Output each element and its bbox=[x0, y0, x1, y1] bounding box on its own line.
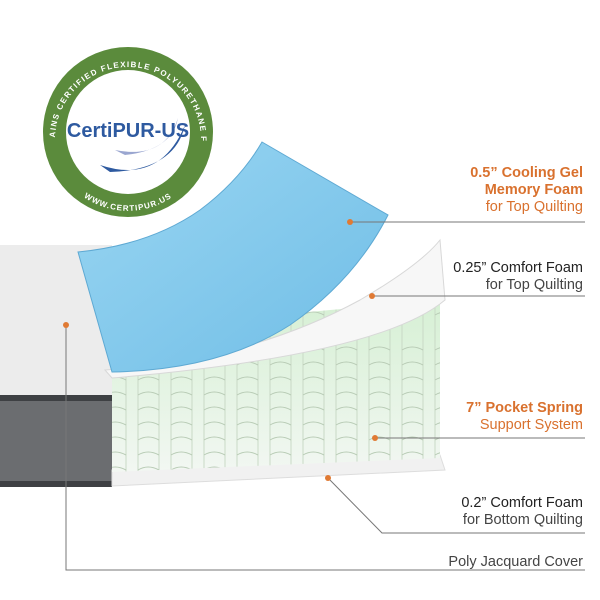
callout-pocket-spring: 7” Pocket Spring Support System bbox=[466, 400, 583, 434]
callout-subtitle: for Bottom Quilting bbox=[462, 512, 583, 528]
callout-subtitle: Support System bbox=[479, 417, 583, 433]
callout-subtitle: Poly Jacquard Cover bbox=[448, 554, 583, 570]
callout-bottom-comfort-foam: 0.2” Comfort Foam for Bottom Quilting bbox=[461, 495, 583, 529]
callout-title: 0.2” Comfort Foam bbox=[461, 495, 583, 511]
callout-title: Memory Foam bbox=[484, 182, 583, 198]
certipur-seal: CertiPUR-US CONTAINS CERTIFIED FLEXIBLE … bbox=[0, 0, 218, 222]
callout-title: 0.5” Cooling Gel bbox=[470, 165, 583, 181]
callout-top-comfort-foam: 0.25” Comfort Foam for Top Quilting bbox=[453, 260, 583, 294]
callout-subtitle: for Top Quilting bbox=[485, 199, 583, 215]
pointer-dots bbox=[63, 219, 378, 481]
callout-title: 7” Pocket Spring bbox=[466, 400, 583, 416]
callout-title: 0.25” Comfort Foam bbox=[453, 260, 583, 276]
cooling-gel-memory-foam bbox=[77, 141, 389, 373]
leader-lines bbox=[65, 221, 585, 571]
callout-subtitle: for Top Quilting bbox=[485, 277, 583, 293]
callout-jacquard-cover: Poly Jacquard Cover bbox=[448, 554, 583, 571]
callout-cooling-gel-foam: 0.5” Cooling Gel Memory Foam for Top Qui… bbox=[470, 165, 583, 216]
certipur-logo-text: CertiPUR-US bbox=[67, 120, 189, 142]
